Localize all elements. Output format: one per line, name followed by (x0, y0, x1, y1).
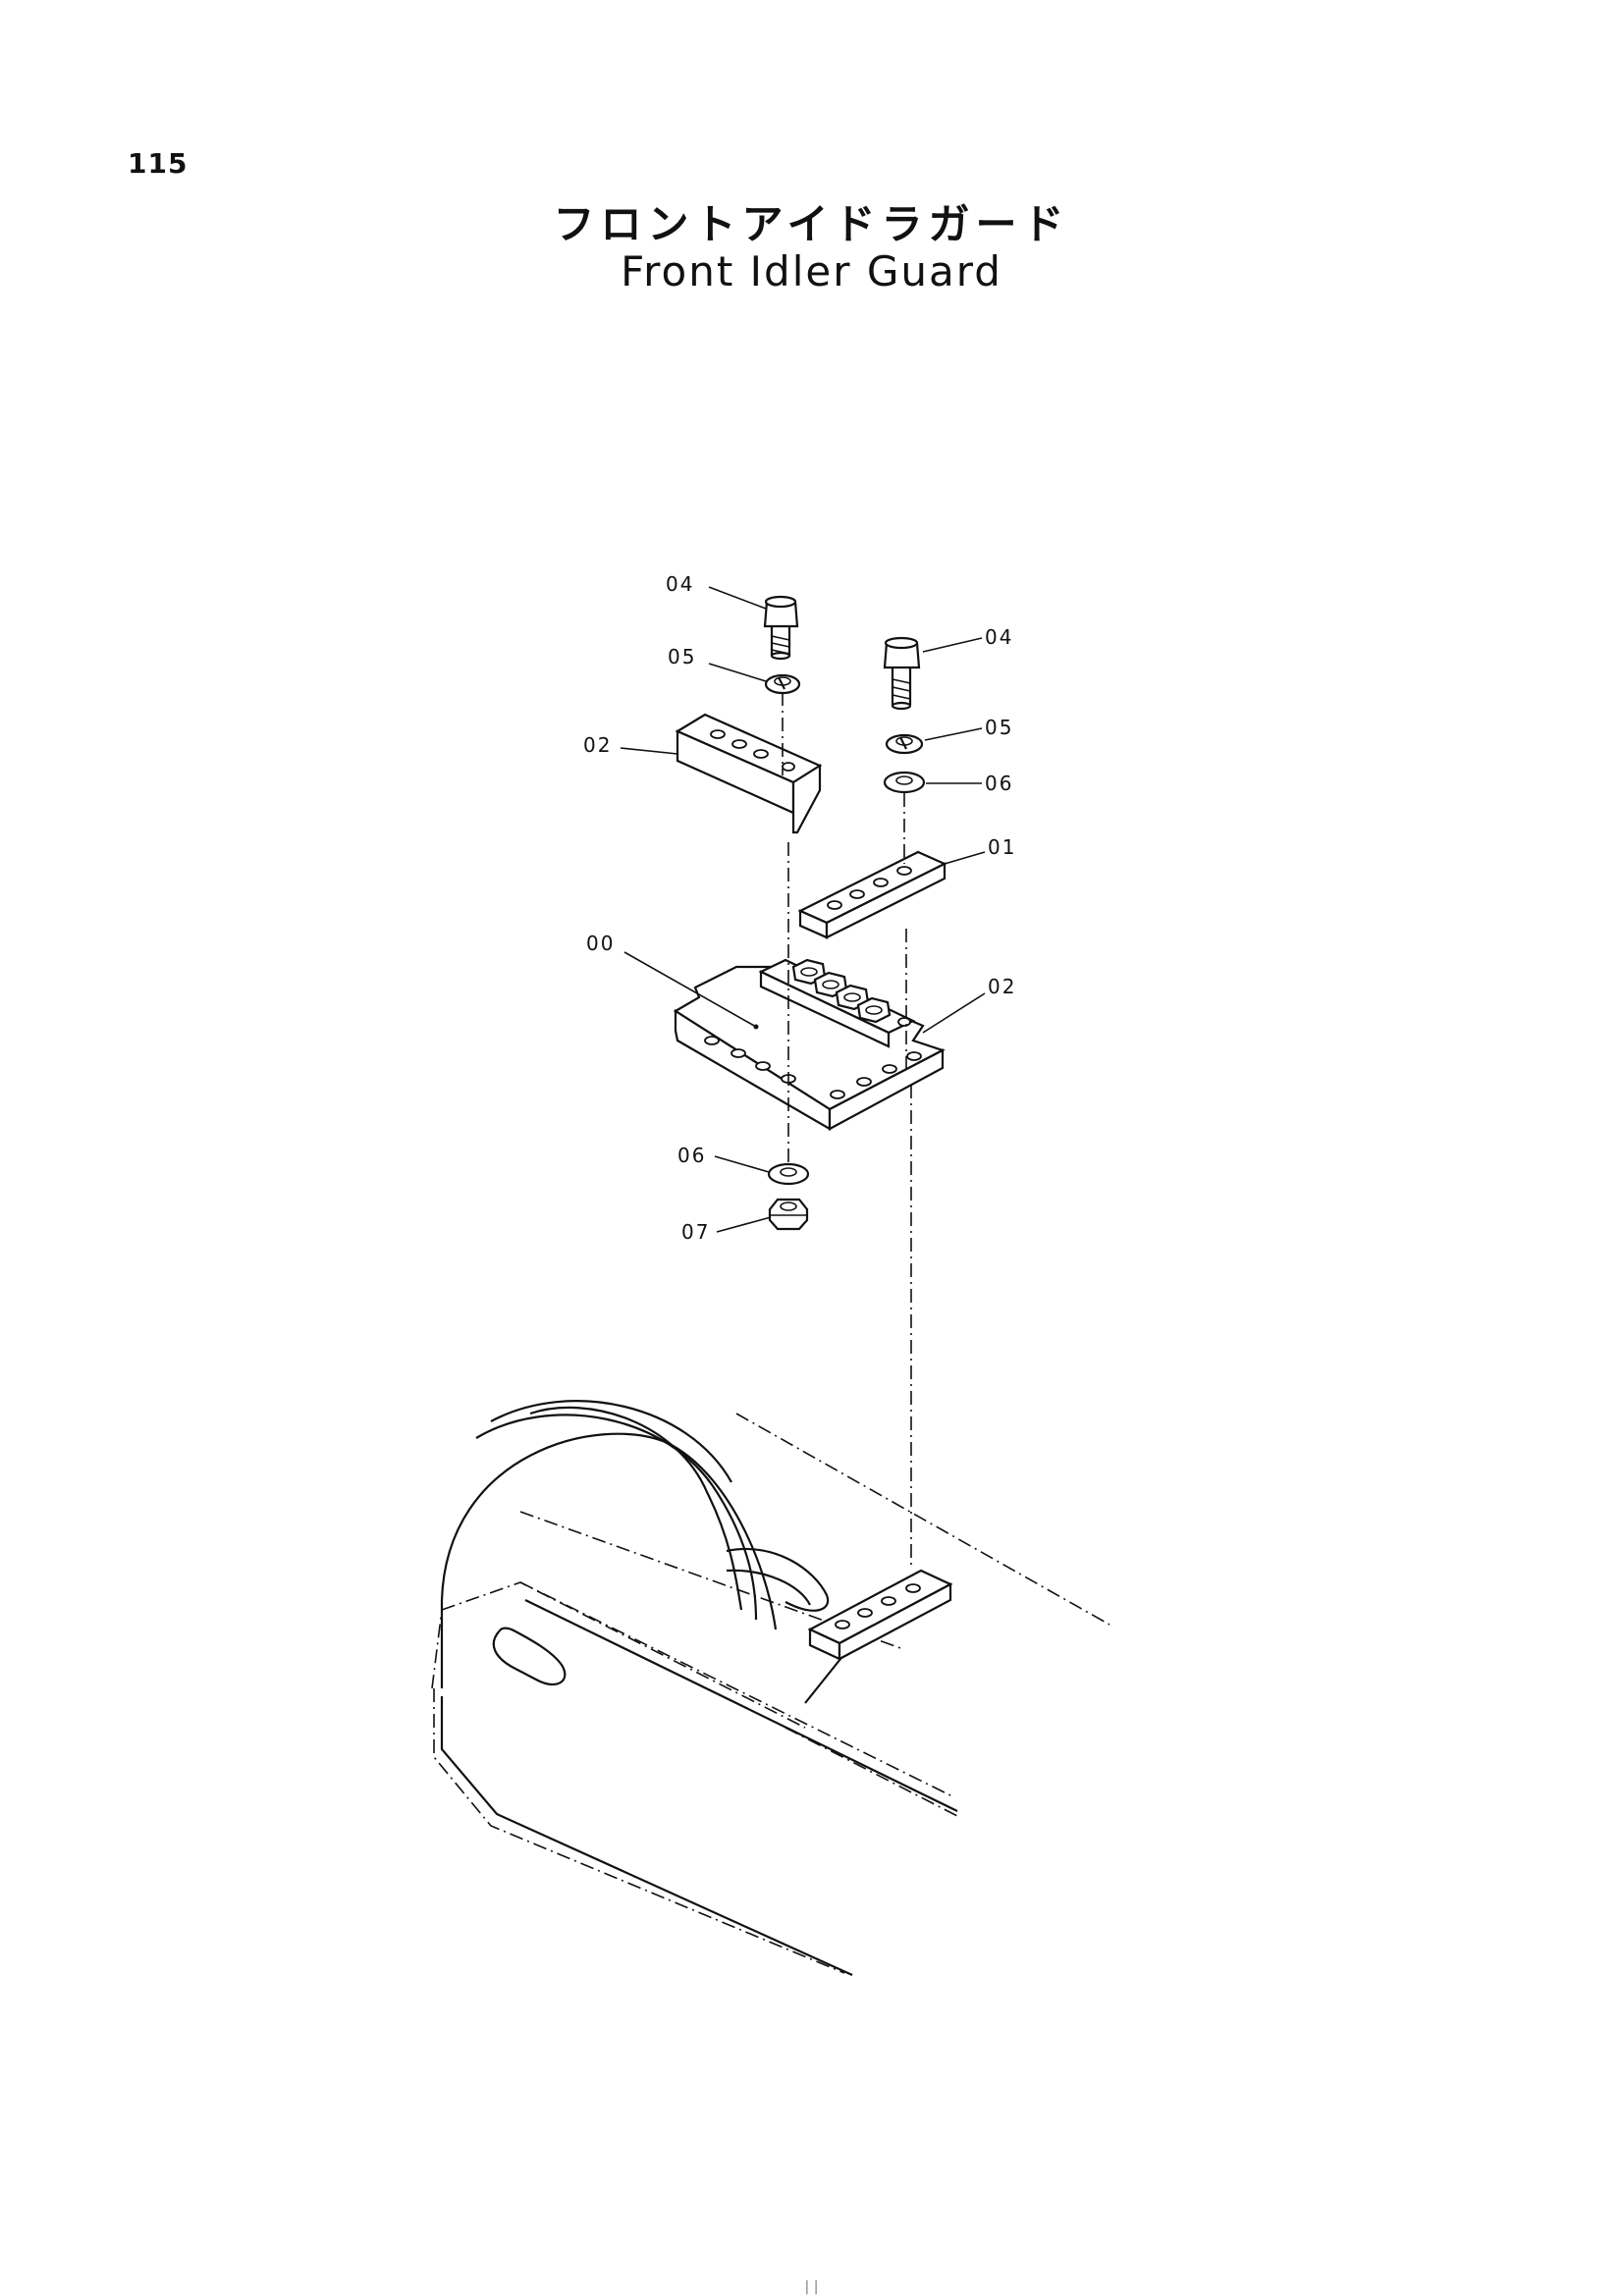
bolt-left (763, 595, 799, 661)
callout-labels: 04 05 02 04 05 06 01 00 02 06 07 (583, 572, 1016, 1244)
spring-washer-right (885, 733, 924, 755)
callout-01: 01 (988, 835, 1016, 859)
callout-04-right: 04 (985, 625, 1013, 649)
callout-06-right: 06 (985, 772, 1013, 795)
callout-04-left: 04 (666, 572, 694, 596)
bolt-right (883, 636, 921, 711)
assembly-center-lines (782, 692, 912, 1566)
callout-06-bottom: 06 (677, 1144, 706, 1167)
track-frame (431, 1400, 1110, 1977)
page-title-japanese: フロントアイドラガード (553, 200, 1070, 248)
guard-assembly (673, 958, 946, 1131)
callout-05-right: 05 (985, 716, 1013, 739)
footer-mark: | | (804, 2279, 819, 2295)
callout-05-left: 05 (668, 645, 696, 668)
bolt-heads-row (791, 958, 892, 1024)
callout-00: 00 (586, 932, 615, 955)
flat-washer-right (883, 771, 926, 794)
callout-02-mid: 02 (988, 975, 1016, 998)
callout-02-top: 02 (583, 733, 612, 757)
flat-washer-bottom (767, 1162, 810, 1186)
page-number: 115 (128, 147, 189, 180)
page-title-english: Front Idler Guard (621, 247, 1002, 295)
leader-lines (620, 586, 986, 1233)
angle-guard-top (675, 713, 823, 834)
spring-washer-left (764, 673, 801, 695)
callout-07: 07 (681, 1220, 710, 1244)
hex-nut (768, 1198, 809, 1231)
plate-01 (797, 850, 947, 939)
